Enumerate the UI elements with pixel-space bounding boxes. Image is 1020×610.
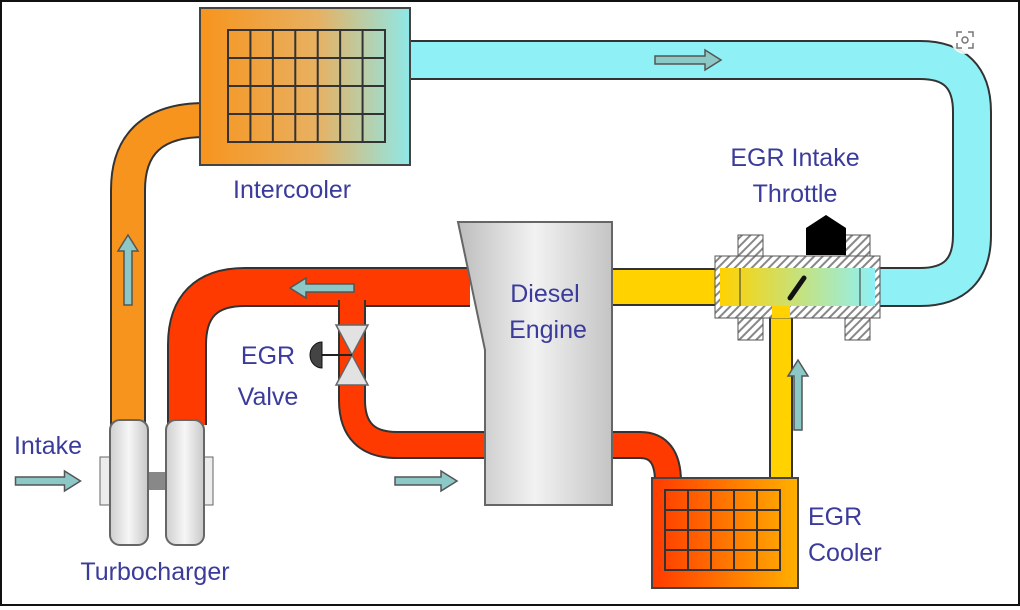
label-cooler-line1: EGR (808, 503, 862, 531)
diesel-engine (456, 221, 613, 506)
label-throttle-line2: Throttle (753, 180, 838, 208)
intercooler (199, 7, 411, 166)
egr-hot-pipe (338, 300, 682, 483)
turbocharger (99, 419, 214, 546)
egr-cooler (651, 477, 799, 589)
label-turbocharger: Turbocharger (80, 558, 229, 586)
label-engine-line2: Engine (509, 316, 587, 344)
flow-arrow-icon (786, 358, 810, 431)
hot-charge-air-pipe (110, 102, 206, 425)
visual-search-icon[interactable] (951, 26, 979, 54)
cool-charge-air-pipe (405, 40, 992, 307)
label-intake: Intake (14, 432, 82, 460)
throttle-actuator (806, 215, 846, 255)
label-throttle-line1: EGR Intake (730, 144, 859, 172)
label-valve-line1: EGR (241, 342, 295, 370)
flow-arrow-icon (14, 469, 82, 493)
exhaust-pipe (167, 267, 470, 425)
throttle-plate (787, 275, 807, 301)
flow-arrow-icon (654, 48, 723, 72)
label-valve-line2: Valve (238, 383, 299, 411)
egr-intake-throttle (714, 215, 881, 341)
flow-arrow-icon (288, 276, 355, 300)
label-intercooler: Intercooler (233, 176, 351, 204)
label-engine-line1: Diesel (510, 280, 579, 308)
label-cooler-line2: Cooler (808, 539, 882, 567)
egr-valve (309, 324, 370, 386)
flow-arrow-icon (394, 469, 459, 493)
valve-actuator-icon (309, 341, 323, 369)
flow-arrow-icon (116, 233, 140, 306)
